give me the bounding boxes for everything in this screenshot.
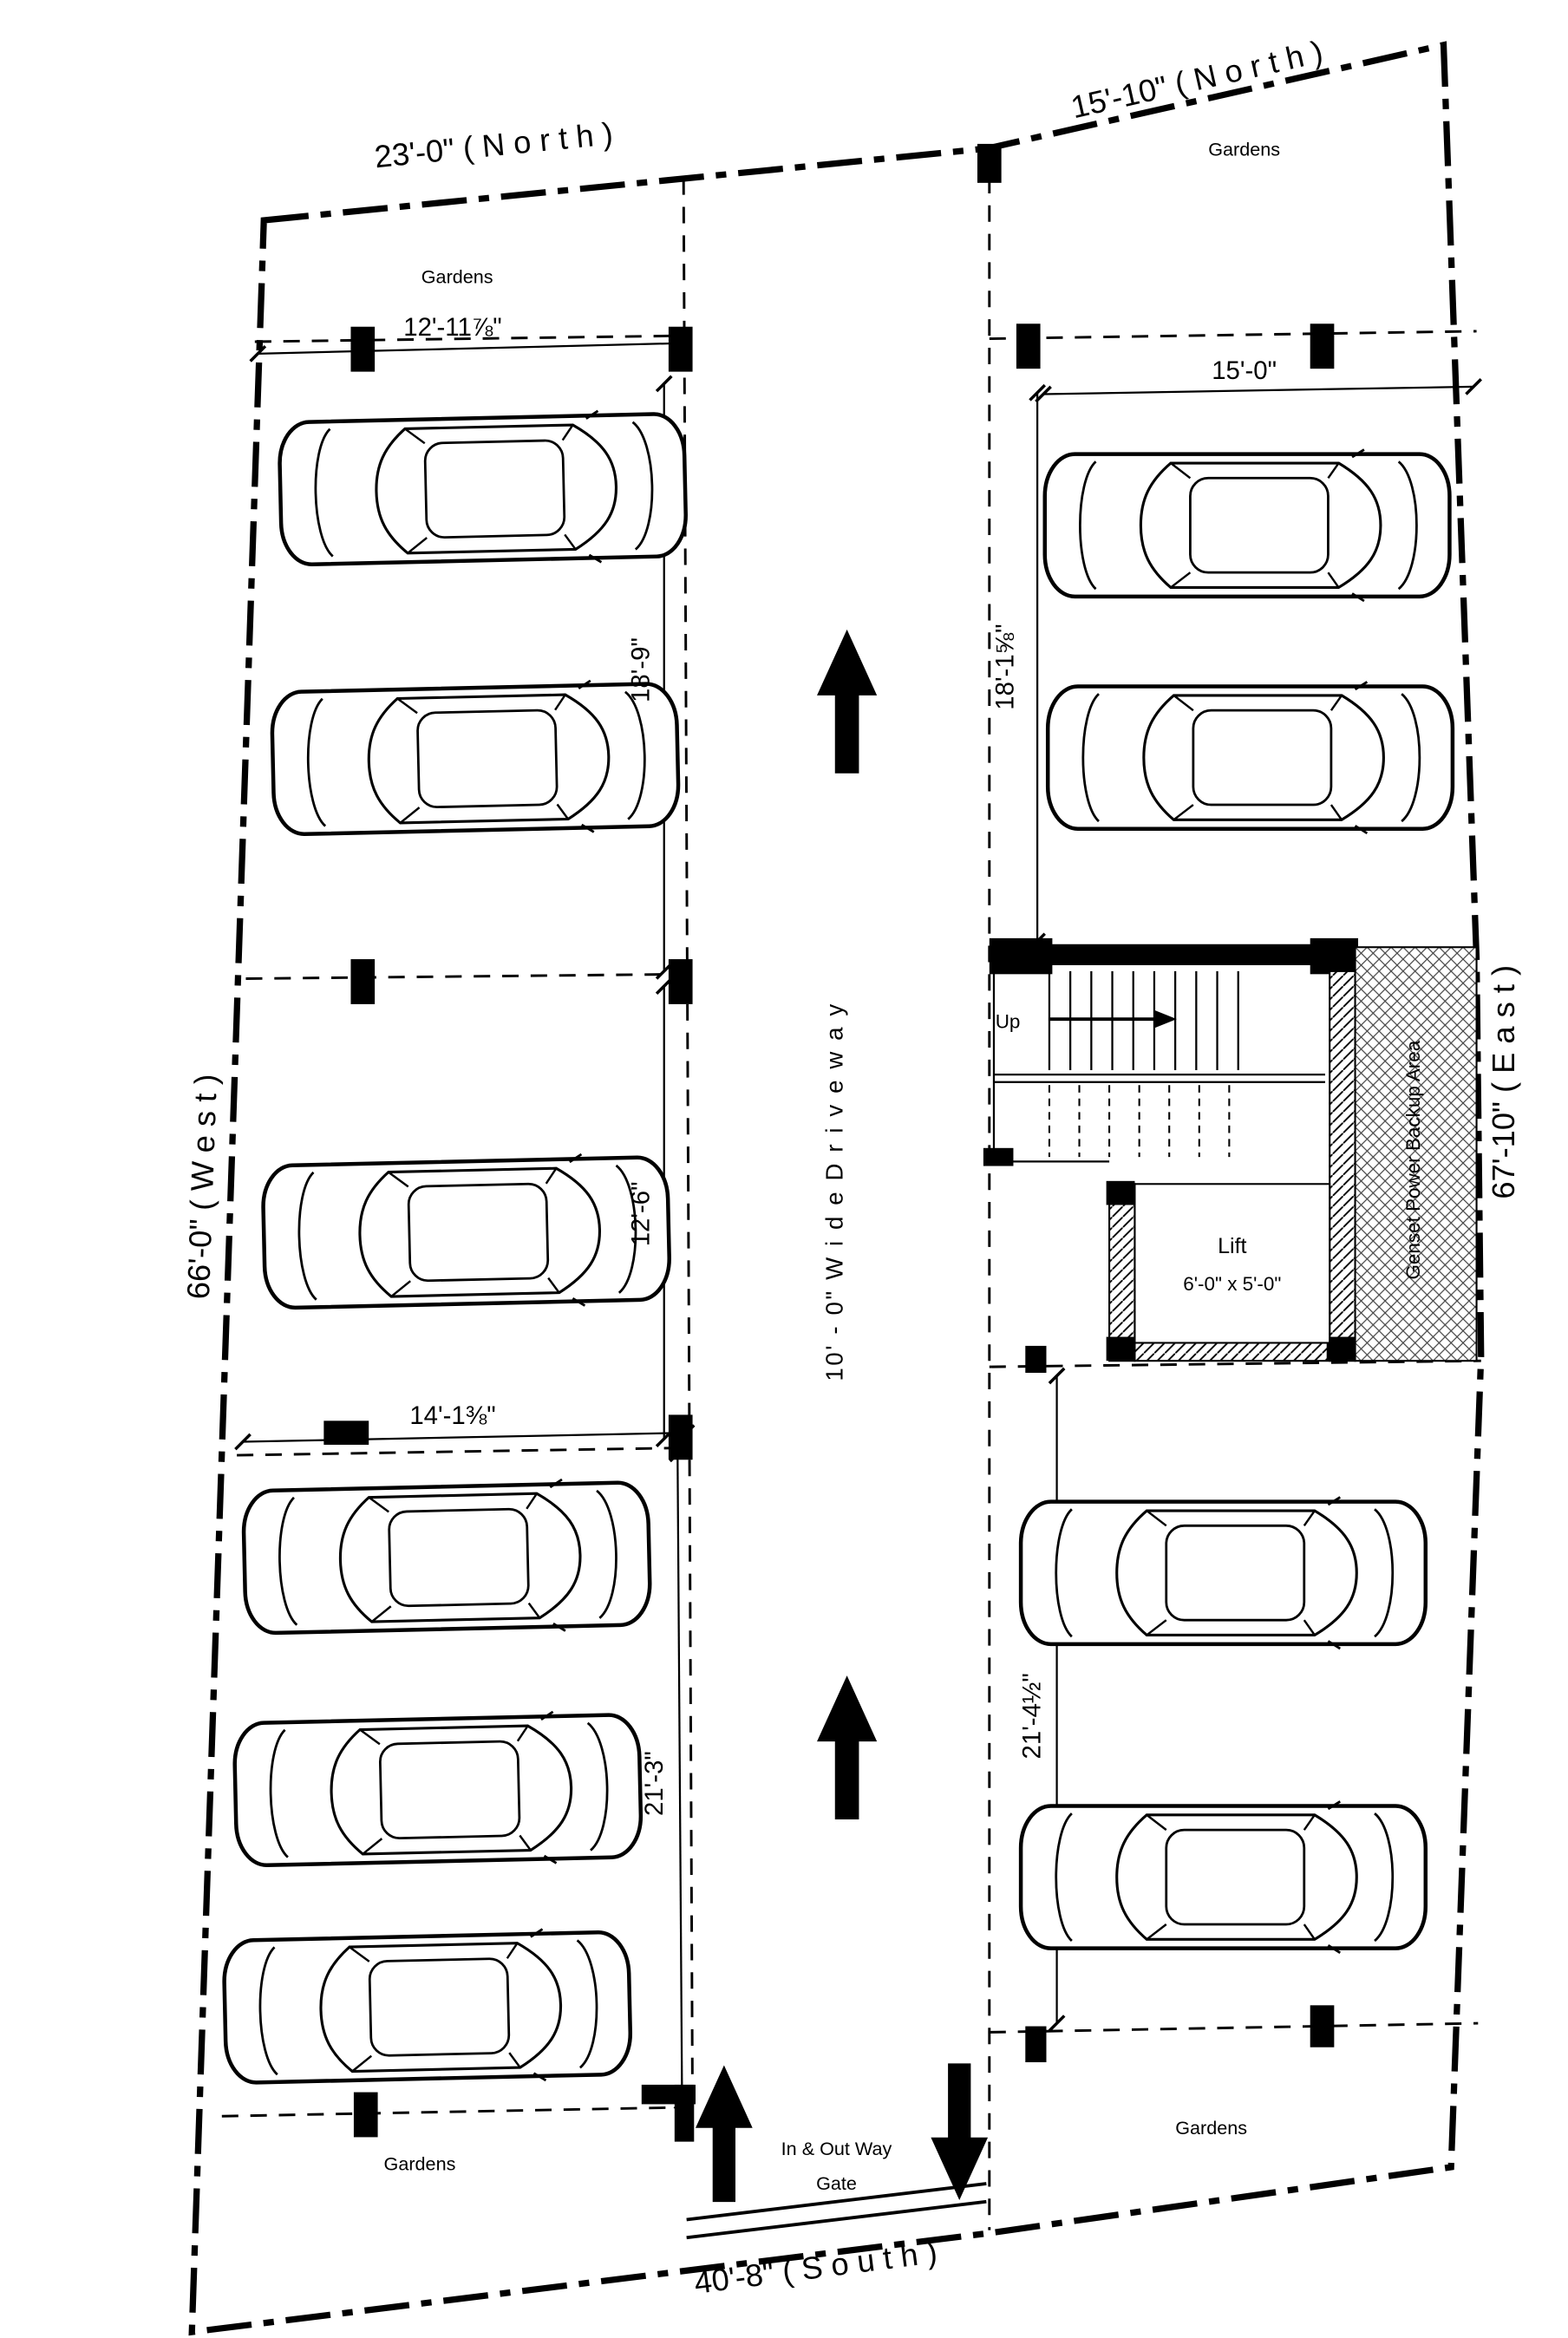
garden-label-top-right: Gardens bbox=[1208, 139, 1280, 160]
car bbox=[1045, 449, 1450, 601]
garden-labels: Gardens Gardens Gardens Gardens bbox=[384, 139, 1281, 2175]
genset-area: Genset Power Backup Area bbox=[1354, 946, 1478, 1362]
lift-shaft: Lift 6'-0" x 5'-0" bbox=[1106, 970, 1356, 1362]
garden-label-bottom-right: Gardens bbox=[1175, 2117, 1247, 2139]
column-markers bbox=[323, 143, 1335, 2142]
car bbox=[1021, 1497, 1426, 1649]
property-boundary bbox=[188, 41, 1485, 2336]
garden-label-top-left: Gardens bbox=[421, 266, 493, 288]
dim-right-top-width: 15'-0" bbox=[1212, 356, 1277, 385]
east-dimension: 67'-10" ( E a s t ) bbox=[1486, 965, 1521, 1199]
staircase: Up bbox=[983, 937, 1359, 1166]
dim-left-top-depth: 18'-9" bbox=[626, 637, 655, 702]
lift-label: Lift bbox=[1218, 1234, 1246, 1258]
dim-left-top-width: 12'-11⅞" bbox=[403, 313, 501, 342]
lift-size-label: 6'-0" x 5'-0" bbox=[1183, 1273, 1281, 1295]
car bbox=[223, 1927, 631, 2087]
stall-dimension-labels: 12'-11⅞" 15'-0" 18'-9" 18'-1⅝" 12'-6" 14… bbox=[403, 313, 1277, 1816]
dim-left-bottom-width: 14'-1⅜" bbox=[409, 1401, 495, 1430]
dim-right-top-depth: 18'-1⅝" bbox=[990, 624, 1019, 709]
genset-label: Genset Power Backup Area bbox=[1402, 1040, 1424, 1279]
car bbox=[1021, 1801, 1426, 1953]
garden-label-bottom-left: Gardens bbox=[384, 2152, 456, 2174]
car bbox=[1048, 682, 1453, 833]
car bbox=[278, 409, 687, 570]
west-dimension: 66'-0" ( W e s t ) bbox=[180, 1074, 224, 1300]
dim-left-bottom-depth: 21'-3" bbox=[640, 1751, 669, 1816]
dim-right-bottom-depth: 21'-4½" bbox=[1018, 1673, 1047, 1759]
dim-left-mid-depth: 12'-6" bbox=[626, 1181, 655, 1246]
car bbox=[262, 1153, 670, 1313]
entry-gate: In & Out Way Gate bbox=[686, 2138, 987, 2240]
gate-label-line2: Gate bbox=[816, 2172, 857, 2194]
car bbox=[234, 1710, 643, 1871]
car bbox=[243, 1478, 651, 1638]
driveway-label: 10' - 0" W i d e D r i v e w a y bbox=[820, 1002, 847, 1381]
car bbox=[271, 679, 680, 839]
stairs-up-label: Up bbox=[996, 1011, 1021, 1033]
gate-label-line1: In & Out Way bbox=[781, 2138, 892, 2159]
